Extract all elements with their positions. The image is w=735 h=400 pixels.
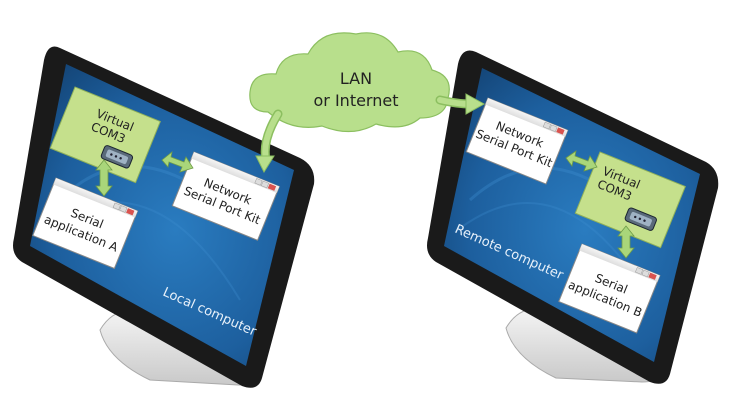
serial-connector-icon — [624, 207, 657, 231]
local-arrow-vertical — [95, 159, 113, 197]
local-virtual-com3-box: Virtual COM3 — [49, 86, 161, 184]
remote-arrow-horizontal — [565, 150, 598, 172]
serial-connector-icon — [100, 145, 134, 169]
remote-virtual-com3-box: Virtual COM3 — [574, 151, 686, 249]
cloud-to-local-arrow — [255, 109, 283, 174]
local-nspk-window: Network Serial Port Kit — [171, 151, 280, 241]
local-arrow-horizontal — [161, 151, 194, 173]
cloud-label-line1: LAN — [340, 69, 372, 88]
window-controls-icon — [112, 202, 135, 216]
remote-arrow-vertical — [617, 225, 635, 259]
local-serial-app-a-window: Serial application A — [32, 177, 139, 270]
window-controls-icon — [635, 267, 657, 280]
window-controls-icon — [542, 121, 565, 135]
cloud-label-line2: or Internet — [314, 91, 399, 110]
window-controls-icon — [254, 178, 277, 191]
cloud-to-remote-arrow — [435, 93, 486, 115]
cloud-shape — [249, 32, 450, 133]
